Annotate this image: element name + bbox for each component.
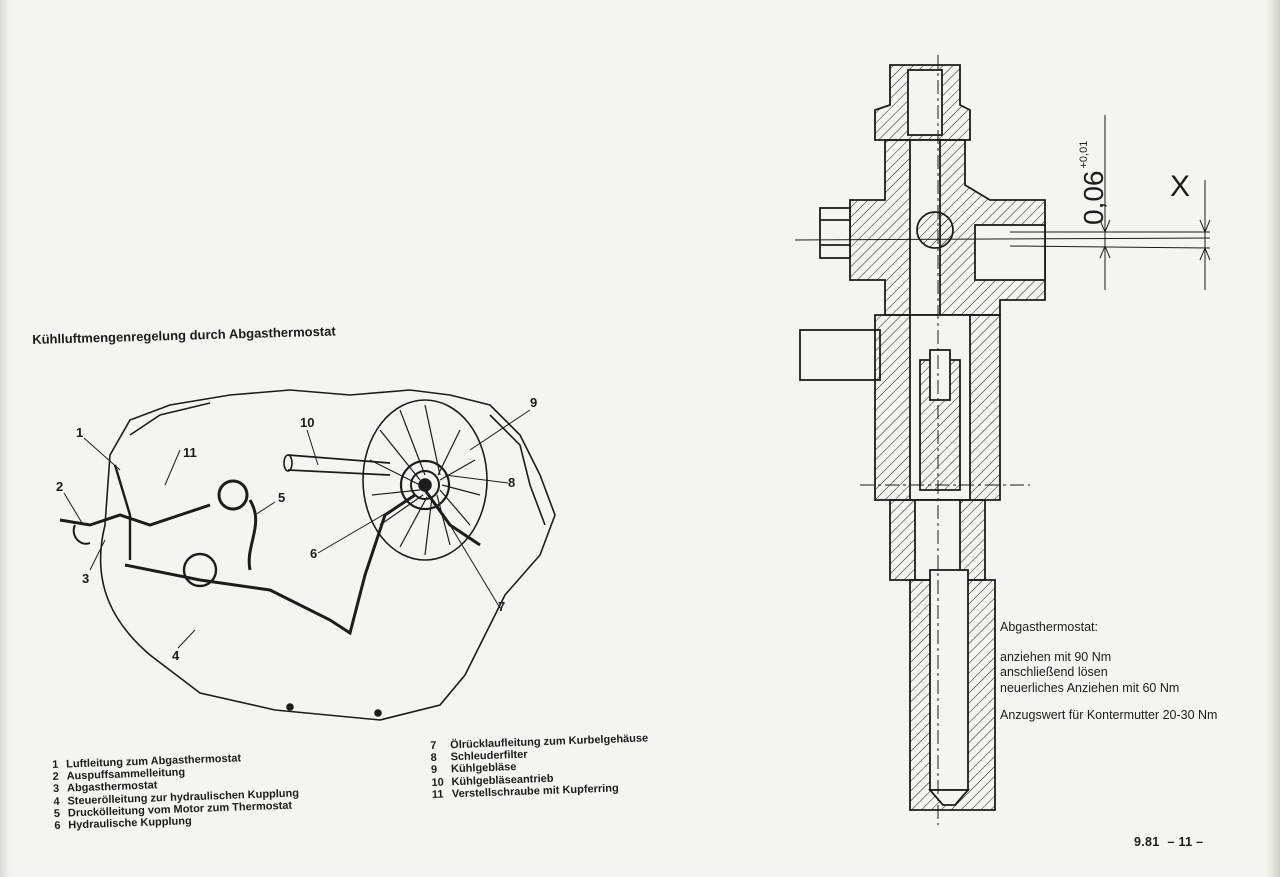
engine-cooling-diagram: 1 2 3 4 5 6 7 8 9 10 11 (56, 389, 556, 721)
callout-4: 4 (172, 648, 180, 663)
callout-7: 7 (498, 599, 505, 614)
page-footer: 9.81 – 11 – (1134, 835, 1203, 849)
callout-5: 5 (278, 490, 285, 505)
footer-date: 9.81 (1134, 835, 1160, 849)
diagram-title: Kühlluftmengenregelung durch Abgasthermo… (32, 323, 336, 347)
tightening-spec: Abgasthermostat: anziehen mit 90 Nm ansc… (1000, 620, 1217, 724)
callout-9: 9 (530, 395, 537, 410)
page-number: – 11 – (1167, 835, 1204, 849)
callout-3: 3 (82, 571, 89, 586)
spec-torque-note: Anzugswert für Kontermutter 20-30 Nm (1000, 708, 1218, 722)
spec-line: anziehen mit 90 Nm (1000, 649, 1112, 664)
spec-heading: Abgasthermostat: (1000, 620, 1098, 634)
callout-6: 6 (310, 546, 317, 561)
dimension-x-label: X (1170, 170, 1191, 203)
scan-edge-left (0, 0, 14, 877)
tolerance-label: 0,06+0,01 (1078, 140, 1109, 225)
spec-line: neuerliches Anziehen mit 60 Nm (1000, 680, 1180, 695)
thermostat-section-drawing (794, 55, 1211, 825)
callout-1: 1 (76, 425, 83, 440)
spec-line: anschließend lösen (1000, 665, 1108, 679)
callout-2: 2 (56, 479, 63, 494)
scan-edge-right (1264, 0, 1280, 877)
callout-11: 11 (183, 445, 197, 460)
callout-10: 10 (300, 415, 314, 430)
callout-8: 8 (508, 475, 515, 490)
